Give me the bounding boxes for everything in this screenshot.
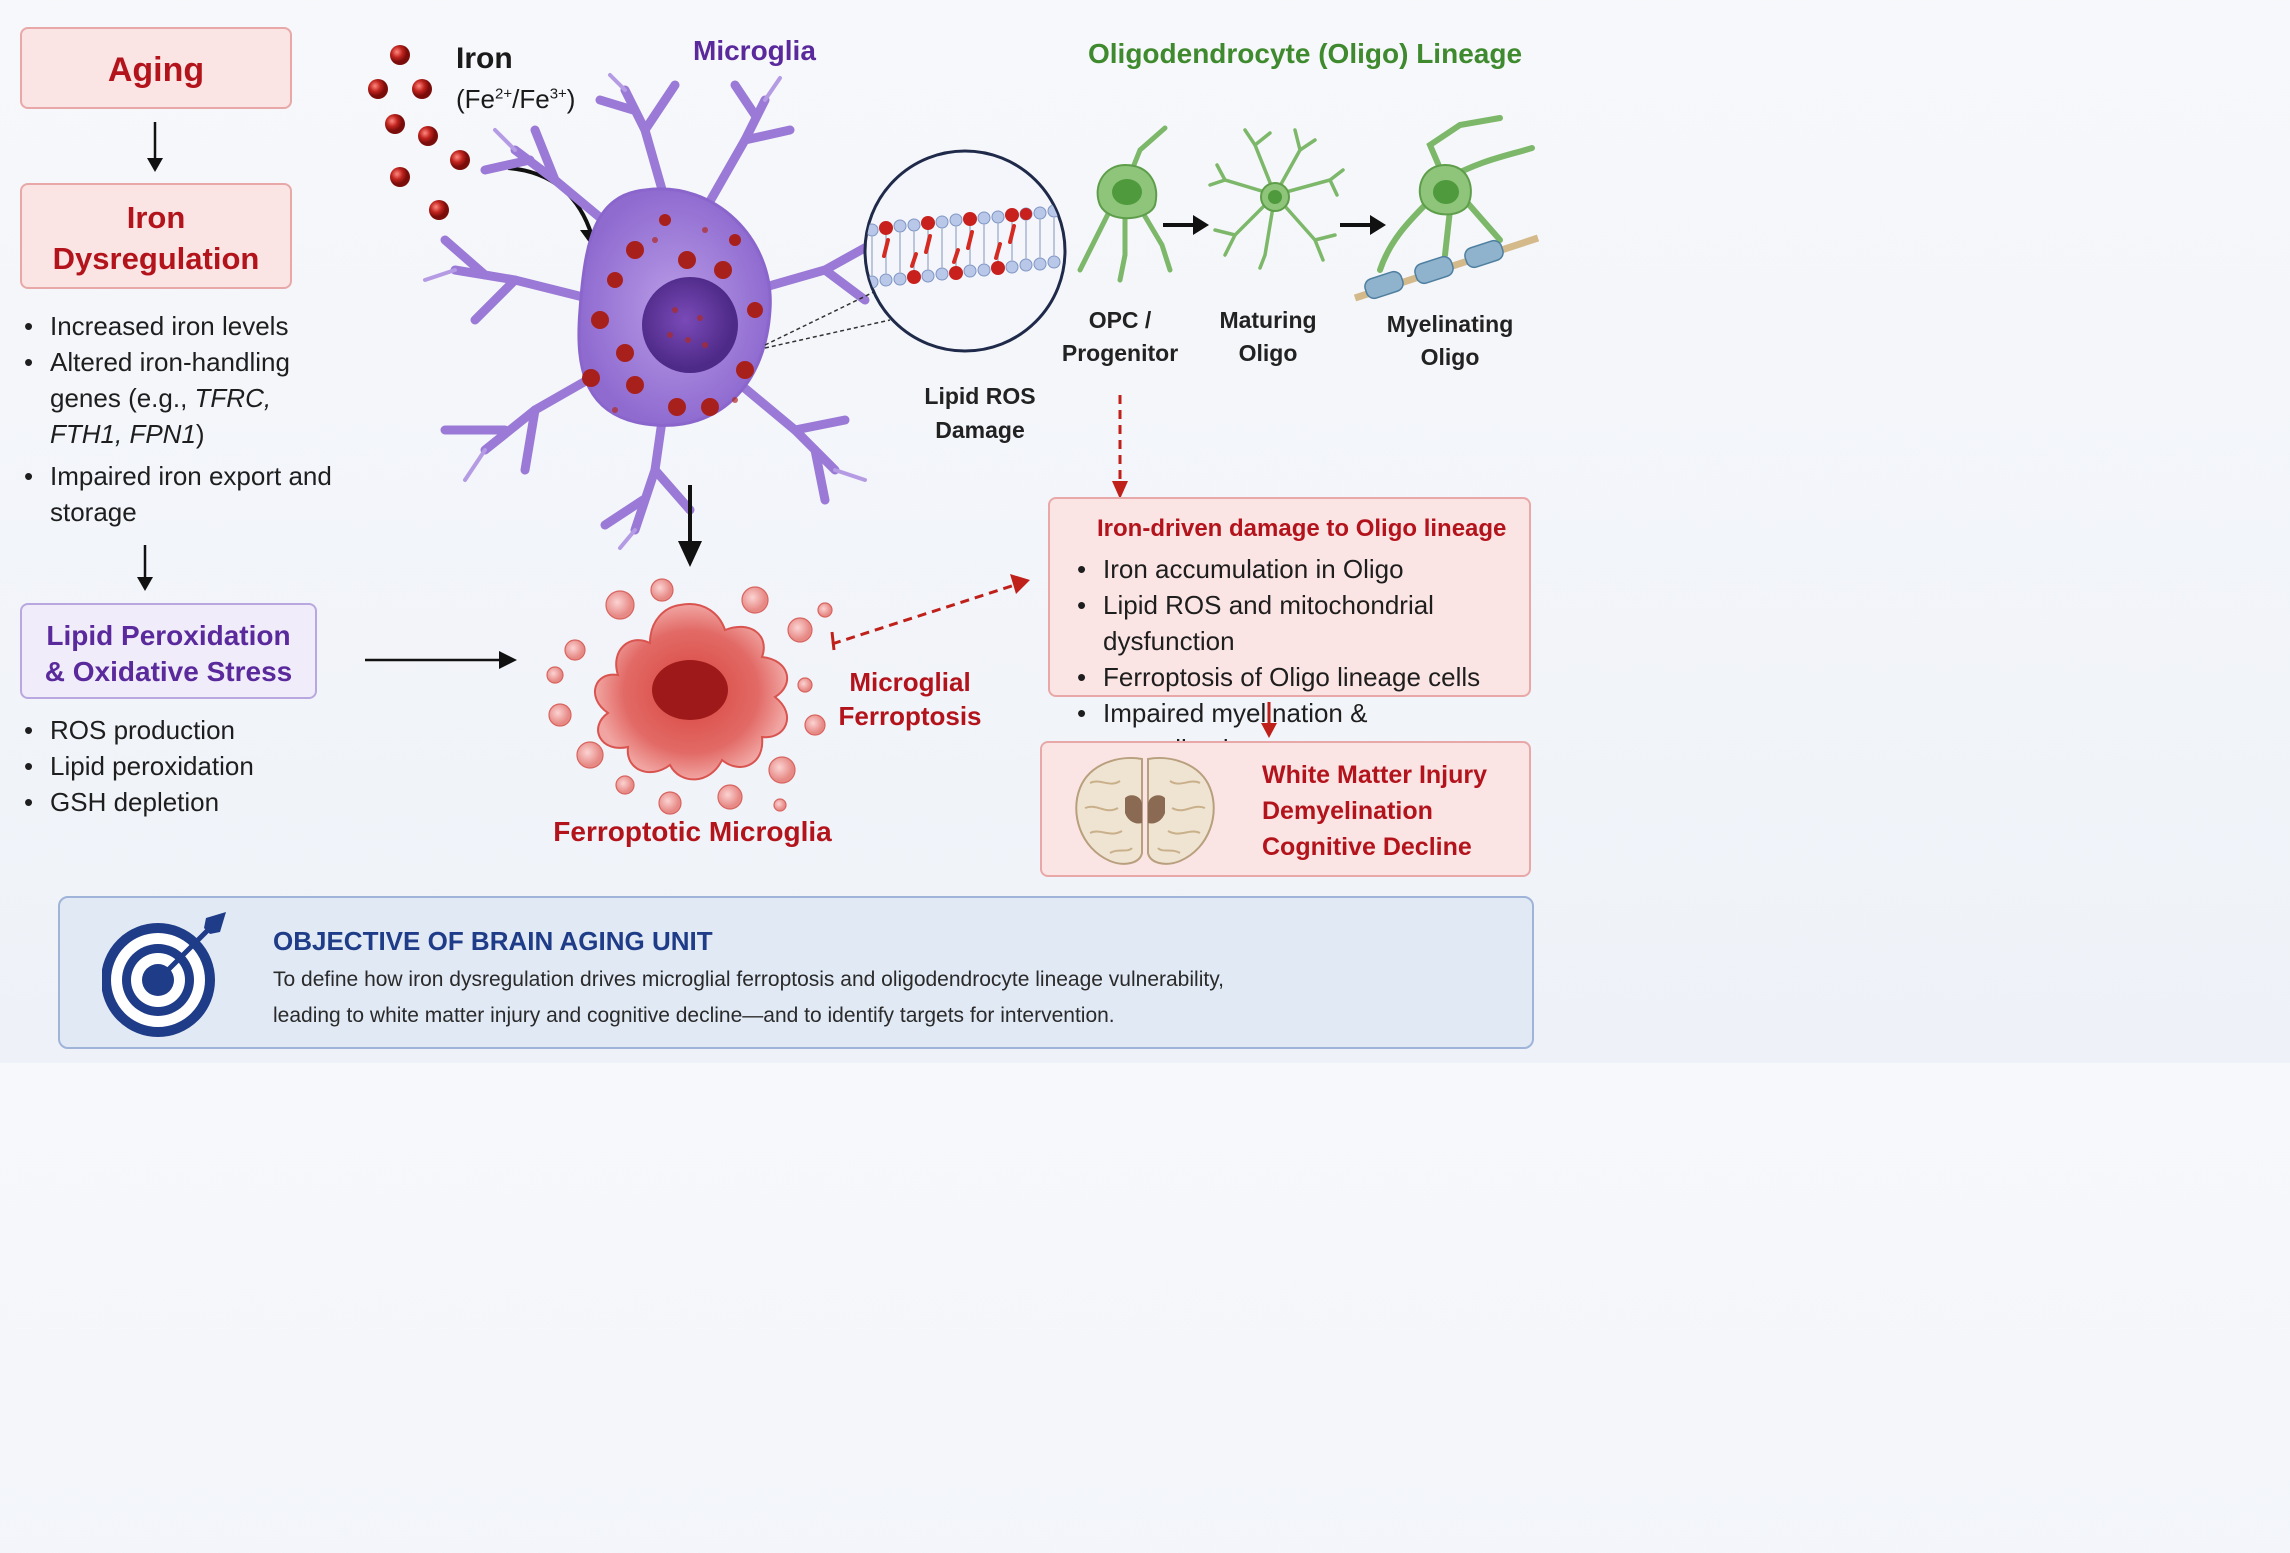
zoom-lines [760, 270, 910, 365]
dashed-arrow-icon [830, 570, 1040, 660]
opc-label-line2: Progenitor [1061, 340, 1179, 366]
maturing-oligo-cell [1205, 125, 1345, 275]
lipid-peroxidation-list: ROS production Lipid peroxidation GSH de… [20, 712, 340, 820]
oligo-damage-title: Iron-driven damage to Oligo lineage [1097, 515, 1507, 542]
opc-label-line1: OPC / [1088, 307, 1152, 333]
list-item: Altered iron-handling genes (e.g., TFRC,… [20, 344, 340, 452]
lipid-peroxidation-title-line1: Lipid Peroxidation [46, 620, 291, 651]
lipid-peroxidation-box: Lipid Peroxidation & Oxidative Stress [20, 603, 317, 699]
myelinating-label-line1: Myelinating [1386, 311, 1514, 337]
opc-cell [1070, 120, 1180, 290]
lipid-ros-label-line2: Damage [935, 417, 1025, 443]
ferroptotic-microglia-label: Ferroptotic Microglia [553, 816, 832, 847]
oligo-damage-list: Iron accumulation in Oligo Lipid ROS and… [1050, 543, 1529, 767]
brain-icon [1070, 753, 1220, 874]
arrow-down-icon [674, 485, 706, 575]
list-item: Lipid peroxidation [20, 748, 340, 784]
arrow-right-icon [365, 647, 520, 678]
objective-title: OBJECTIVE OF BRAIN AGING UNIT [273, 926, 713, 956]
iron-formula: (Fe2+/Fe3+) [456, 84, 576, 114]
microglial-ferroptosis-label-line1: Microglial [849, 667, 971, 697]
oligo-lineage-title: Oligodendrocyte (Oligo) Lineage [1087, 38, 1523, 69]
maturing-label-line2: Oligo [1238, 340, 1298, 366]
list-item: Ferroptosis of Oligo lineage cells [1073, 659, 1529, 695]
objective-box: OBJECTIVE OF BRAIN AGING UNIT To define … [58, 896, 1534, 1049]
target-icon [101, 908, 232, 1043]
aging-box: Aging [20, 27, 292, 109]
list-item: Impaired iron export and storage [20, 458, 340, 530]
gene-names: TFRC, FTH1, FPN1 [50, 383, 272, 449]
list-item: ROS production [20, 712, 340, 748]
lipid-ros-label-line1: Lipid ROS [924, 383, 1036, 409]
oligo-damage-box: Iron-driven damage to Oligo lineage Iron… [1048, 497, 1531, 764]
myelinating-label-line2: Oligo [1420, 344, 1480, 370]
myelinating-oligo-cell [1350, 110, 1540, 315]
outcome-line3: Cognitive Decline [1262, 833, 1472, 861]
lipid-peroxidation-title-line2: & Oxidative Stress [44, 656, 293, 687]
arrow-down-icon [133, 545, 157, 600]
arrow-down-icon [143, 122, 167, 177]
iron-dysregulation-title: Iron Dysregulation [52, 200, 260, 276]
microglia-title: Microglia [693, 35, 816, 66]
arrow-down-icon [1257, 702, 1281, 747]
objective-line1: To define how iron dysregulation drives … [273, 968, 1224, 991]
list-item: Increased iron levels [20, 308, 340, 344]
list-item: Lipid ROS and mitochondrial dysfunction [1073, 587, 1529, 659]
outcome-line2: Demyelination [1262, 797, 1433, 825]
lipid-membrane-zoom [862, 148, 1068, 359]
arrow-right-icon [1163, 213, 1211, 242]
microglia-cell [405, 70, 885, 555]
iron-dysregulation-box: Iron Dysregulation [20, 183, 292, 289]
objective-line2: leading to white matter injury and cogni… [273, 1004, 1115, 1027]
list-item: Iron accumulation in Oligo [1073, 551, 1529, 587]
dashed-arrow-down-icon [1108, 395, 1132, 508]
list-item: GSH depletion [20, 784, 340, 820]
maturing-label-line1: Maturing [1219, 307, 1317, 333]
outcome-box: White Matter Injury Demyelination Cognit… [1040, 741, 1531, 877]
microglial-ferroptosis-label-line2: Ferroptosis [838, 701, 982, 731]
aging-title: Aging [107, 51, 205, 89]
outcome-line1: White Matter Injury [1262, 761, 1488, 789]
iron-particles [360, 35, 480, 240]
iron-dysregulation-list: Increased iron levels Altered iron-handl… [20, 308, 340, 530]
ferroptotic-microglia-cell [530, 575, 840, 820]
iron-title: Iron [456, 42, 513, 75]
arrow-right-icon [1340, 213, 1388, 242]
